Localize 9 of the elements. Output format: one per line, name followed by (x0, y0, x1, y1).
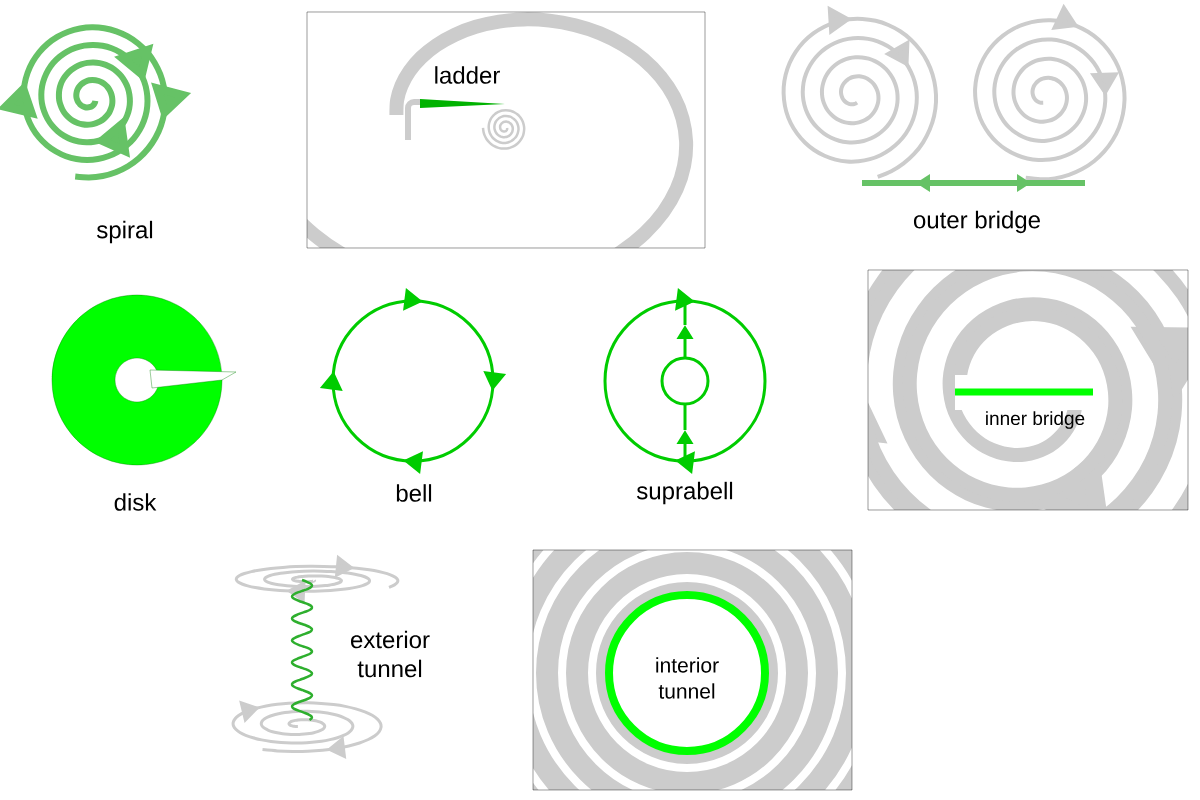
label: suprabell (637, 481, 733, 505)
label: disk (114, 493, 157, 511)
label: outer bridge (913, 210, 1040, 234)
label: interior tunnel (656, 657, 719, 699)
label: exterior tunnel (351, 630, 430, 678)
label: ladder (435, 66, 500, 84)
label: bell (396, 484, 432, 502)
label: inner bridge (986, 411, 1085, 429)
label: spiral (97, 220, 153, 244)
